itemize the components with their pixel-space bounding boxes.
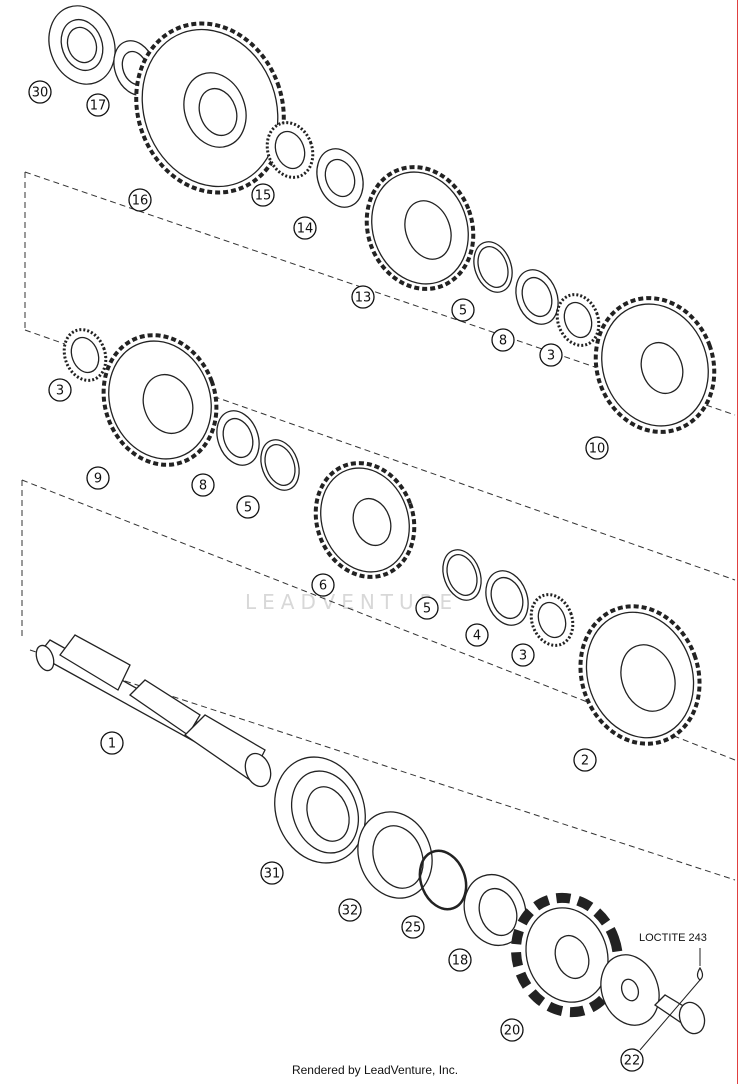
part-10-gear: [593, 296, 717, 434]
callout-number: 5: [244, 501, 252, 516]
callout-number: 3: [547, 349, 555, 364]
callout-circle: [401, 915, 425, 939]
callout-circle: [100, 731, 124, 755]
callout-circle: [539, 343, 563, 367]
part-18-spacer: [463, 873, 527, 947]
part-3-needle-bearing-lower: [529, 593, 575, 647]
callout-number: 17: [90, 99, 107, 114]
part-8-washer-middle: [216, 410, 260, 466]
callout-circle: [451, 298, 475, 322]
part-16-gear: [134, 21, 286, 195]
part-25-o-ring: [418, 849, 468, 911]
callout-number: 8: [199, 479, 207, 494]
loctite-drop-icon: [696, 966, 704, 981]
callout-circle: [86, 93, 110, 117]
loctite-label: LOCTITE 243: [639, 932, 707, 944]
callout-number: 8: [499, 334, 507, 349]
callout-circle: [338, 898, 362, 922]
callout-circle: [48, 378, 72, 402]
part-3-needle-bearing-upper: [555, 293, 601, 347]
callout-number: 16: [132, 194, 149, 209]
callout-circle: [251, 183, 275, 207]
callout-number: 13: [355, 291, 372, 306]
callout-number: 22: [624, 1054, 641, 1069]
part-5-circlip-middle: [260, 439, 300, 491]
bolt-leader-line: [639, 979, 701, 1051]
part-13-gear: [364, 165, 476, 291]
callout-circle: [585, 436, 609, 460]
callout-circle: [351, 285, 375, 309]
callout-circle: [448, 948, 472, 972]
callout-circle: [236, 495, 260, 519]
callout-circle: [491, 328, 515, 352]
callout-number: 32: [342, 904, 359, 919]
callout-number: 10: [589, 442, 606, 457]
part-4-washer: [485, 570, 529, 626]
part-6-gear: [313, 461, 417, 579]
callout-number: 6: [319, 579, 327, 594]
callout-circle: [86, 466, 110, 490]
callout-circle: [128, 188, 152, 212]
part-14-washer: [316, 148, 364, 208]
callout-number: 31: [264, 867, 281, 882]
callout-circle: [311, 573, 335, 597]
callout-number: 1: [108, 737, 116, 752]
callout-number: 18: [452, 954, 469, 969]
callout-circle: [511, 643, 535, 667]
part-32-seal: [357, 811, 433, 899]
callout-circle: [465, 623, 489, 647]
callout-circle: [28, 80, 52, 104]
callout-circle: [191, 473, 215, 497]
part-5-circlip-upper: [473, 241, 513, 293]
callout-circle: [500, 1018, 524, 1042]
callout-number: 5: [423, 602, 431, 617]
part-20-sprocket: [510, 892, 624, 1018]
callout-circle: [293, 216, 317, 240]
callout-number: 9: [94, 472, 102, 487]
callout-number: 5: [459, 304, 467, 319]
part-30-bearing: [48, 5, 116, 85]
part-22-washer: [600, 954, 660, 1026]
callout-number: 2: [581, 754, 589, 769]
part-8-washer-upper: [515, 269, 559, 325]
callout-circle: [415, 596, 439, 620]
part-2-gear: [578, 604, 702, 746]
part-1-shaft: [35, 634, 272, 788]
callout-number: 3: [56, 384, 64, 399]
part-9-gear: [101, 333, 219, 467]
callout-number: 15: [255, 189, 272, 204]
callout-circle: [620, 1048, 644, 1072]
part-31-bearing: [274, 756, 366, 864]
callout-number: 4: [473, 629, 481, 644]
part-3-needle-bearing-left: [62, 328, 108, 382]
callout-number: 25: [405, 921, 422, 936]
callout-circle: [573, 748, 597, 772]
callout-number: 14: [297, 222, 314, 237]
callout-number: 3: [519, 649, 527, 664]
callout-number: 30: [32, 86, 49, 101]
part-5-circlip-lower: [442, 549, 482, 601]
footer-credit: Rendered by LeadVenture, Inc.: [291, 1063, 459, 1077]
part-15-needle-bearing: [265, 121, 315, 179]
callout-circle: [260, 861, 284, 885]
callout-number: 20: [504, 1024, 521, 1039]
page-right-border: [737, 0, 738, 1084]
bolt: [653, 994, 706, 1035]
